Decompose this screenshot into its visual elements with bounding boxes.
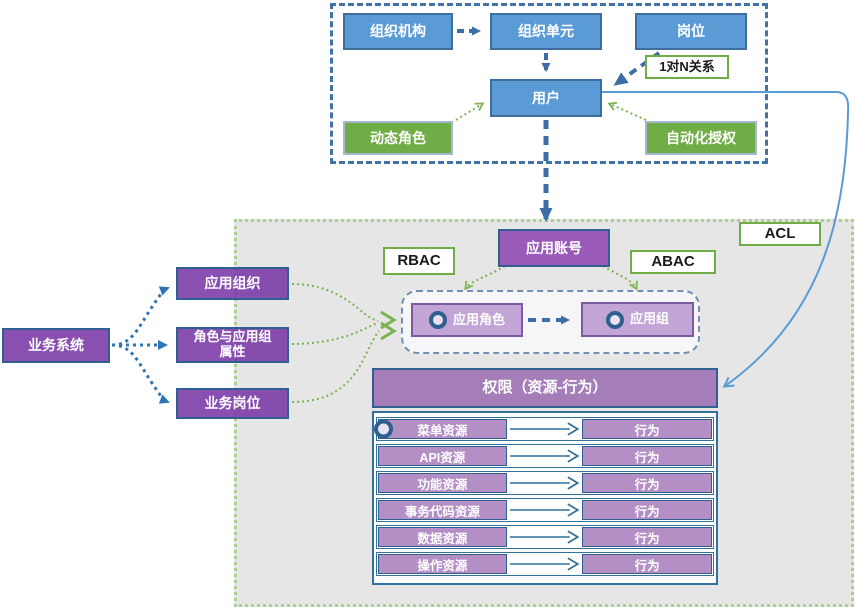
node-org-unit-label: 组织单元 (518, 23, 574, 40)
row-arrow (509, 422, 580, 436)
permission-row: 菜单资源 行为 (374, 417, 714, 441)
row-arrow (509, 449, 580, 463)
action-label: 行为 (634, 558, 660, 573)
node-app-role-label: 应用角色 (452, 311, 505, 327)
action-box: 行为 (582, 473, 712, 493)
action-label: 行为 (634, 450, 660, 465)
arrow-bizsystem-to-bizposition (111, 343, 170, 404)
row-arrow (509, 503, 580, 517)
label-acl-text: ACL (764, 225, 796, 243)
node-position-label: 岗位 (677, 23, 705, 40)
node-business-position-label: 业务岗位 (204, 395, 261, 412)
label-abac-text: ABAC (651, 253, 695, 271)
node-org-unit: 组织单元 (490, 13, 602, 50)
row-arrow (509, 557, 580, 571)
node-role-appgroup-attr-line1: 角色与应用组 (193, 329, 272, 345)
resource-box: 事务代码资源 (378, 500, 507, 520)
node-auto-authorization-label: 自动化授权 (666, 129, 736, 146)
label-1-to-n-relation-text: 1对N关系 (659, 58, 715, 74)
label-abac: ABAC (630, 250, 716, 274)
node-org-structure: 组织机构 (343, 13, 453, 50)
node-app-group-label: 应用组 (629, 311, 669, 327)
node-role-appgroup-attr-label: 角色与应用组 属性 (193, 329, 272, 360)
action-label: 行为 (634, 423, 660, 438)
row-arrow (509, 476, 580, 490)
resource-box: 数据资源 (378, 527, 507, 547)
node-role-appgroup-attr: 角色与应用组 属性 (176, 327, 289, 363)
node-dynamic-role: 动态角色 (343, 121, 453, 155)
circle-marker-icon (428, 311, 447, 329)
node-user-label: 用户 (532, 89, 560, 106)
node-business-system-label: 业务系统 (28, 337, 84, 354)
node-app-group: 应用组 (581, 302, 694, 337)
resource-label: 事务代码资源 (404, 504, 480, 519)
action-label: 行为 (634, 477, 660, 492)
resource-label: 菜单资源 (417, 423, 468, 438)
action-box: 行为 (582, 527, 712, 547)
resource-box: 功能资源 (378, 473, 507, 493)
resource-label: 数据资源 (417, 531, 468, 546)
node-app-org-label: 应用组织 (204, 275, 261, 292)
permission-header-label: 权限（资源-行为） (482, 379, 608, 397)
label-1-to-n-relation: 1对N关系 (645, 55, 729, 79)
label-rbac-text: RBAC (397, 252, 441, 270)
node-org-structure-label: 组织机构 (370, 23, 426, 40)
node-role-appgroup-attr-line2: 属性 (219, 344, 246, 359)
permission-row: API资源 行为 (376, 444, 714, 468)
action-box: 行为 (582, 419, 712, 439)
resource-box: 操作资源 (378, 554, 507, 574)
arrow-bizsystem-to-apporg (111, 286, 170, 347)
node-position: 岗位 (635, 13, 747, 50)
permission-header: 权限（资源-行为） (372, 368, 718, 408)
action-box: 行为 (582, 500, 712, 520)
node-app-role: 应用角色 (411, 303, 523, 337)
action-label: 行为 (634, 504, 660, 519)
node-app-account: 应用账号 (498, 229, 610, 267)
circle-marker-icon (605, 310, 624, 329)
node-auto-authorization: 自动化授权 (645, 121, 757, 155)
permission-row: 功能资源 行为 (376, 471, 714, 495)
node-app-account-label: 应用账号 (526, 239, 582, 256)
node-user: 用户 (490, 79, 602, 117)
action-label: 行为 (634, 531, 660, 546)
resource-label: API资源 (419, 450, 466, 465)
node-app-org: 应用组织 (176, 267, 289, 300)
resource-label: 功能资源 (417, 477, 468, 492)
label-acl: ACL (739, 222, 821, 246)
resource-box: API资源 (378, 446, 507, 466)
node-business-system: 业务系统 (2, 328, 110, 363)
resource-box: 菜单资源 (378, 419, 507, 439)
label-rbac: RBAC (383, 247, 455, 275)
permission-row: 操作资源 行为 (376, 552, 714, 576)
circle-marker-icon (374, 419, 393, 439)
resource-label: 操作资源 (417, 558, 468, 573)
node-dynamic-role-label: 动态角色 (370, 129, 426, 146)
row-arrow (509, 530, 580, 544)
permission-table: 菜单资源 行为 API资源 行为 功能资源 行为 事务代码资源 行为 数据资源 … (372, 411, 718, 585)
permission-row: 数据资源 行为 (376, 525, 714, 549)
node-business-position: 业务岗位 (176, 388, 289, 419)
permission-row: 事务代码资源 行为 (376, 498, 714, 522)
action-box: 行为 (582, 446, 712, 466)
action-box: 行为 (582, 554, 712, 574)
